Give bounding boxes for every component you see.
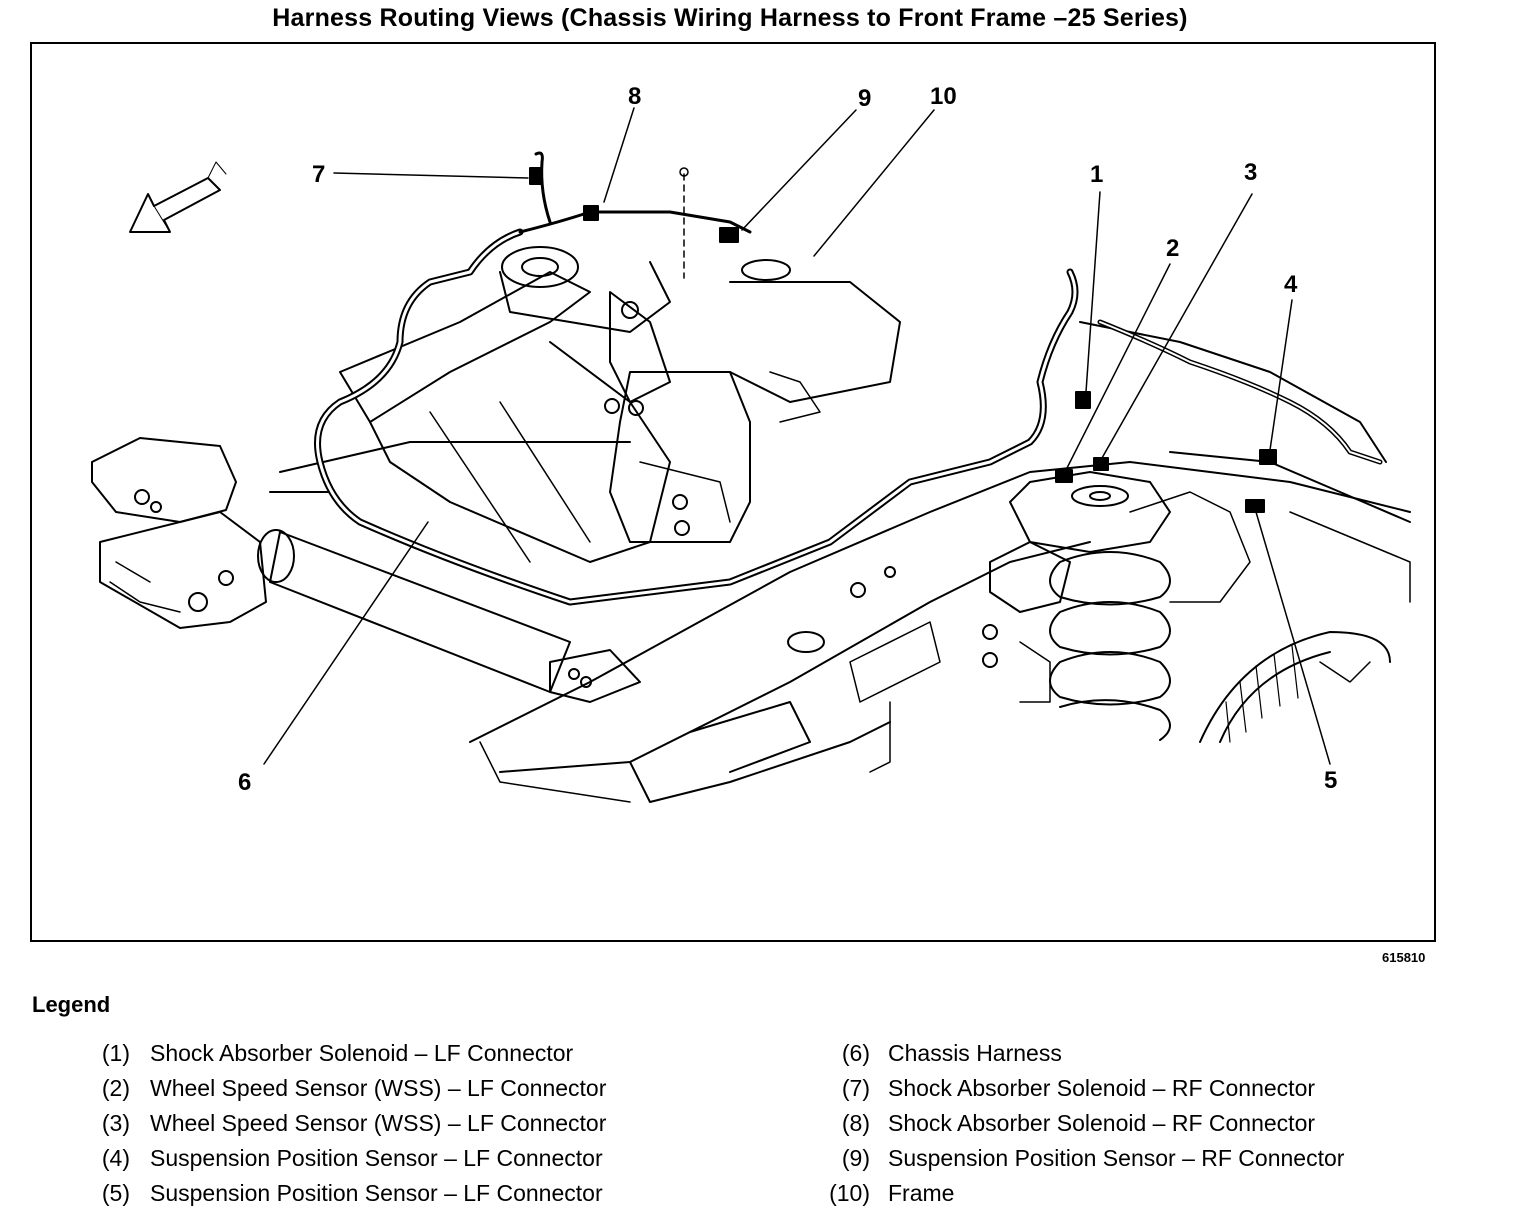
callout-6: 6 (238, 769, 251, 796)
right-upper-frame (1079, 321, 1411, 603)
legend-item: (8)Shock Absorber Solenoid – RF Connecto… (841, 1110, 1316, 1136)
legend-column-right: (6)Chassis Harness (7)Shock Absorber Sol… (800, 1040, 1344, 1215)
legend-heading: Legend (32, 992, 111, 1017)
connector-5-icon (1245, 499, 1265, 513)
diagram-title: Harness Routing Views (Chassis Wiring Ha… (272, 4, 1188, 32)
callout-3: 3 (1244, 159, 1257, 186)
callout-7: 7 (312, 161, 325, 188)
legend-column-left: (1)Shock Absorber Solenoid – LF Connecto… (60, 1040, 607, 1215)
left-frame-horn (91, 437, 267, 629)
connector-3-icon (1093, 457, 1109, 471)
callout-1: 1 (1090, 161, 1103, 188)
legend-item: (1)Shock Absorber Solenoid – LF Connecto… (101, 1040, 574, 1066)
right-coil-spring (982, 471, 1171, 741)
connector-8-icon (583, 205, 599, 221)
callout-9: 9 (858, 85, 871, 112)
illustration-frame (30, 42, 1436, 942)
legend-item: (3)Wheel Speed Sensor (WSS) – LF Connect… (101, 1110, 607, 1136)
front-crossmember-tube (257, 441, 631, 693)
callout-2: 2 (1166, 235, 1179, 262)
connector-4-icon (1259, 449, 1277, 465)
callout-5: 5 (1324, 767, 1337, 794)
chassis-harness-wire-inner (316, 230, 1077, 604)
figure-id: 615810 (1382, 950, 1426, 965)
front-direction-arrow-icon (129, 161, 227, 233)
legend-item: (6)Chassis Harness (841, 1040, 1062, 1066)
legend-item: (10)Frame (829, 1180, 955, 1206)
legend-item: (9)Suspension Position Sensor – RF Conne… (841, 1145, 1345, 1171)
legend-item: (4)Suspension Position Sensor – LF Conne… (101, 1145, 603, 1171)
connector-1-icon (1075, 391, 1091, 409)
legend-item: (7)Shock Absorber Solenoid – RF Connecto… (841, 1075, 1316, 1101)
callout-4: 4 (1284, 271, 1298, 298)
bolt-icon (679, 167, 689, 177)
legend-item: (5)Suspension Position Sensor – LF Conne… (101, 1180, 603, 1206)
legend-item: (2)Wheel Speed Sensor (WSS) – LF Connect… (101, 1075, 607, 1101)
connector-9-icon (719, 227, 739, 243)
chassis-line-drawing: 7 8 9 10 1 2 3 4 5 6 (91, 83, 1411, 803)
lf-harness-branch-inner (1099, 321, 1381, 463)
main-frame-rail (469, 461, 1411, 803)
chassis-harness-wire (314, 228, 1079, 606)
callout-10: 10 (930, 83, 957, 110)
rf-harness-branch (518, 151, 752, 234)
lf-harness-branch (1097, 319, 1383, 465)
connector-2-icon (1055, 469, 1073, 483)
left-upper-control-arm (339, 246, 671, 563)
right-brake-rotor (1199, 631, 1391, 743)
callout-8: 8 (628, 83, 641, 110)
leader-lines (263, 107, 1331, 765)
connector-7-icon (529, 167, 543, 185)
engine-mount-bracket (609, 259, 901, 543)
